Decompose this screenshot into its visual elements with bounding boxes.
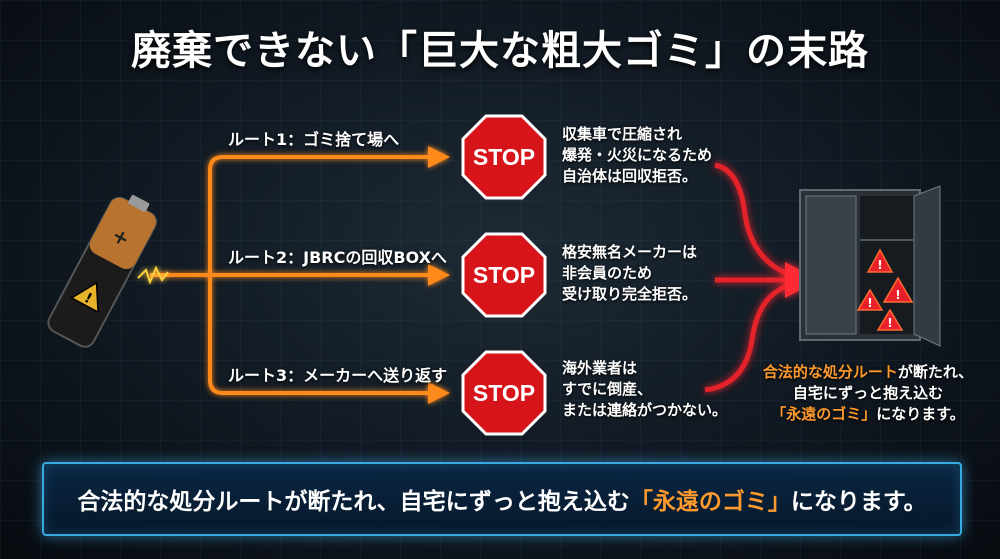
result-text-part: が断たれ、 (897, 363, 974, 381)
route-3-reason: 海外業者は すでに倒産、 または連絡がつかない。 (562, 358, 727, 421)
stop-sign-text: STOP (472, 143, 536, 170)
reason-line: 受け取り完全拒否。 (562, 285, 698, 303)
route-1-reason: 収集車で圧縮され 爆発・火災になるため 自治体は回収拒否。 (562, 124, 712, 187)
route-3-label: ルート3：メーカーへ送り返す (228, 366, 448, 385)
route-lines (150, 155, 430, 395)
battery-icon: + ! (28, 190, 178, 364)
stop-sign-icon: STOP (461, 114, 547, 200)
spark-line (137, 265, 169, 285)
result-highlight: 「永遠のゴミ」 (771, 405, 877, 423)
svg-text:!: ! (867, 296, 872, 310)
banner-text: になります。 (790, 489, 927, 515)
reason-line: 爆発・火災になるため (562, 146, 713, 164)
reason-line: 自治体は回収拒否。 (562, 167, 698, 185)
reason-line: 収集車で圧縮され (562, 125, 683, 143)
locker-icon: !!!! (790, 180, 950, 354)
svg-text:!: ! (895, 288, 900, 302)
reason-line: 海外業者は (562, 359, 638, 377)
reason-line: すでに倒産、 (562, 380, 653, 398)
reason-line: 非会員のため (562, 264, 653, 282)
route-2-reason: 格安無名メーカーは 非会員のため 受け取り完全拒否。 (562, 242, 697, 305)
result-text: 合法的な処分ルートが断たれ、 自宅にずっと抱え込む 「永遠のゴミ」になります。 (758, 362, 978, 425)
stop-sign-text: STOP (472, 379, 536, 406)
page-title: 廃棄できない「巨大な粗大ゴミ」の末路 (131, 28, 869, 74)
route-arrowheads (428, 146, 450, 404)
stop-sign-text: STOP (472, 261, 536, 288)
red-flow-lines (704, 162, 791, 393)
result-text-part: になります。 (876, 405, 965, 423)
stop-sign-icon: STOP (461, 232, 547, 318)
result-text-part: 自宅にずっと抱え込む (792, 384, 944, 402)
svg-text:!: ! (887, 316, 892, 330)
banner-text: 合法的な処分ルートが断たれ、自宅にずっと抱え込む (77, 489, 630, 515)
summary-banner: 合法的な処分ルートが断たれ、自宅にずっと抱え込む「永遠のゴミ」になります。 (42, 462, 962, 536)
banner-highlight: 「永遠のゴミ」 (629, 489, 791, 515)
route-2-label: ルート2：JBRCの回収BOXへ (228, 248, 447, 267)
result-highlight: 合法的な処分ルート (762, 363, 898, 381)
svg-text:!: ! (877, 258, 882, 272)
reason-line: 格安無名メーカーは (562, 243, 698, 261)
route-1-label: ルート1：ゴミ捨て場へ (228, 130, 400, 149)
stop-sign-icon: STOP (461, 350, 547, 436)
reason-line: または連絡がつかない。 (562, 401, 728, 419)
